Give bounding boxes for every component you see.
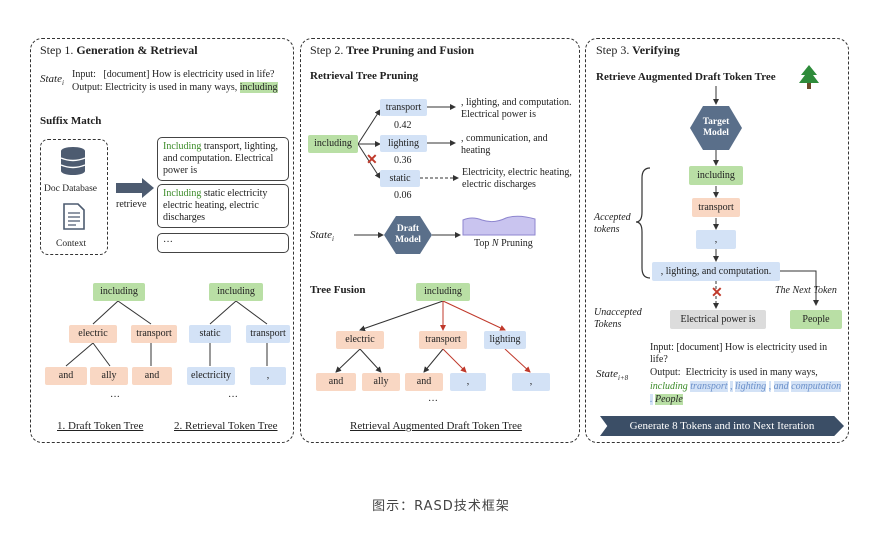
- tree-icon: [799, 65, 819, 89]
- step1-title: Step 1. Generation & Retrieval: [40, 43, 198, 57]
- next-token: People: [790, 310, 842, 329]
- distribution-shape: [462, 214, 536, 236]
- pruned-x-icon: ✕: [366, 153, 378, 168]
- step3-input: Input: [document] How is electricity use…: [650, 342, 828, 365]
- fusion-leaf: and: [405, 373, 443, 391]
- retrieval-tree-root: including: [209, 283, 263, 301]
- step1-input: Input: [document] How is electricity use…: [72, 69, 275, 80]
- step3-title: Step 3. Verifying: [596, 43, 680, 57]
- pruning-title: Retrieval Tree Pruning: [310, 70, 419, 82]
- document-icon: [63, 203, 85, 230]
- unaccepted-token: Electrical power is: [670, 310, 766, 329]
- step3-panel: [585, 38, 849, 443]
- step1-output: Output: Electricity is used in many ways…: [72, 82, 278, 93]
- retrieve-label: retrieve: [116, 199, 147, 210]
- fusion-leaf: ,: [450, 373, 486, 391]
- accepted-token: , lighting, and computation.: [652, 262, 780, 281]
- draft-tree-ellipsis: ···: [110, 392, 120, 403]
- iteration-banner: Generate 8 Tokens and into Next Iteratio…: [600, 416, 844, 436]
- draft-tree-node: electric: [69, 325, 117, 343]
- accepted-token: transport: [692, 198, 740, 217]
- fusion-leaf: and: [316, 373, 356, 391]
- branch-continuation: Electricity, electric heating, electric …: [462, 167, 572, 190]
- step1-state: Statei: [40, 73, 64, 88]
- pruning-branch: static: [380, 170, 420, 187]
- draft-tree-leaf: and: [132, 367, 172, 385]
- step3-subtitle: Retrieve Augmented Draft Token Tree: [596, 71, 776, 83]
- retrieval-tree-ellipsis: ···: [228, 392, 238, 403]
- fusion-leaf: ,: [512, 373, 550, 391]
- branch-prob: 0.42: [394, 120, 412, 131]
- branch-continuation: , communication, and heating: [461, 133, 548, 156]
- branch-continuation: , lighting, and computation. Electrical …: [461, 97, 572, 120]
- retrieval-tree-node: static: [189, 325, 231, 343]
- accepted-label: Accepted tokens: [594, 212, 631, 235]
- retrieval-tree-leaf: ,: [250, 367, 286, 385]
- doc-database-label: Doc Database: [44, 184, 98, 194]
- fusion-ellipsis: ···: [428, 396, 438, 407]
- pruning-branch: transport: [380, 99, 427, 116]
- suffix-match-title: Suffix Match: [40, 115, 102, 127]
- context-label: Context: [56, 239, 87, 249]
- branch-prob: 0.06: [394, 190, 412, 201]
- step2-state: Statei: [310, 229, 334, 244]
- fusion-leaf: ally: [362, 373, 400, 391]
- draft-tree-root: including: [93, 283, 145, 301]
- step2-panel: [300, 38, 580, 443]
- fusion-node: transport: [419, 331, 467, 349]
- pruning-branch: lighting: [380, 135, 427, 152]
- draft-tree-node: transport: [131, 325, 177, 343]
- step1-panel: [30, 38, 294, 443]
- figure-caption: 图示：RASD技术框架: [372, 499, 510, 514]
- reject-x-icon: ✕: [711, 286, 723, 301]
- fusion-node: lighting: [484, 331, 526, 349]
- fusion-title: Tree Fusion: [310, 284, 366, 296]
- next-token-label: The Next Token: [775, 285, 837, 296]
- fusion-root: including: [416, 283, 470, 301]
- unaccepted-label: Unaccepted Tokens: [594, 307, 642, 330]
- retrieval-result-2: Including static electricity electric he…: [157, 184, 289, 228]
- retrieval-result-1: Including transport, lighting, and compu…: [157, 137, 289, 181]
- draft-tree-leaf: and: [45, 367, 87, 385]
- accepted-token: ,: [696, 230, 736, 249]
- step3-state: Statei+8: [596, 368, 629, 383]
- retrieval-tree-label: 2. Retrieval Token Tree: [174, 420, 278, 432]
- database-icon: [60, 146, 86, 176]
- source-group: [40, 139, 108, 255]
- fusion-node: electric: [336, 331, 384, 349]
- pruning-root: including: [308, 135, 358, 153]
- step3-output: Output: Electricity is used in many ways…: [650, 367, 818, 378]
- retrieval-tree-node: transport: [246, 325, 290, 343]
- topn-label: Top N Pruning: [474, 238, 533, 249]
- branch-prob: 0.36: [394, 155, 412, 166]
- step2-title: Step 2. Tree Pruning and Fusion: [310, 43, 475, 57]
- retrieval-tree-leaf: electricity: [187, 367, 235, 385]
- target-model: Target Model: [690, 106, 742, 150]
- step3-output-tokens: including transport , lighting , and com…: [650, 381, 842, 405]
- draft-tree-leaf: ally: [90, 367, 128, 385]
- draft-tree-label: 1. Draft Token Tree: [57, 420, 144, 432]
- step2-label: Retrieval Augmented Draft Token Tree: [350, 420, 522, 432]
- retrieval-result-3: ···: [157, 233, 289, 253]
- accepted-token: including: [689, 166, 743, 185]
